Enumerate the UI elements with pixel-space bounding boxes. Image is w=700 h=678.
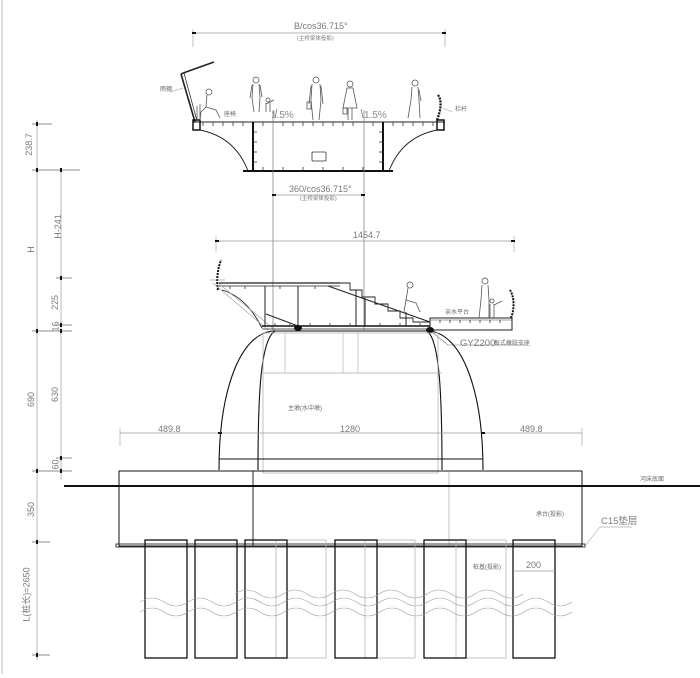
dim-16: 16 bbox=[50, 321, 61, 332]
dim-H: H bbox=[25, 246, 36, 253]
bearing-label: GYZ200 bbox=[460, 338, 496, 349]
slope-right: 1.5% bbox=[364, 110, 387, 121]
pile-group bbox=[139, 539, 573, 659]
dim-690: 690 bbox=[26, 391, 37, 408]
dim-pile-length: L(桩长)=2650 bbox=[21, 567, 32, 622]
dim-60: 60 bbox=[50, 459, 61, 470]
dim-238-7: 238.7 bbox=[23, 133, 34, 156]
slope-left: 1.5% bbox=[271, 110, 294, 121]
cushion-label: C15垫层 bbox=[601, 516, 638, 527]
pier-body bbox=[119, 330, 583, 474]
bearing-note: 板式橡胶支座 bbox=[494, 341, 531, 347]
top-deck-section bbox=[169, 29, 453, 330]
pile-cap bbox=[64, 470, 700, 548]
dim-225: 225 bbox=[50, 294, 61, 311]
railing-label: 栏杆 bbox=[455, 107, 468, 113]
pile-label: 桩基(投影) bbox=[473, 565, 501, 571]
box-width-note: (主桥梁体投影) bbox=[300, 196, 337, 202]
dim-H-241: H-241 bbox=[52, 214, 63, 239]
riverbed-label: 河床底面 bbox=[640, 477, 665, 483]
pile-width-dimension: 200 bbox=[526, 560, 542, 570]
deck-width-note: (主桥梁体投影) bbox=[297, 36, 334, 42]
stepped-deck-section bbox=[210, 236, 528, 346]
deck-width-dimension: B/cos36.715° bbox=[294, 21, 348, 31]
platform-label: 亲水平台 bbox=[445, 310, 470, 316]
pile-cap-label: 承台(投影) bbox=[536, 512, 564, 518]
bench-label: 座椅 bbox=[224, 112, 237, 118]
pier-center-dimension: 1280 bbox=[340, 424, 361, 434]
canopy-label: 雨棚 bbox=[160, 87, 173, 93]
pier-label: 主墩(水中墩) bbox=[288, 406, 322, 412]
pier-right-dimension: 489.8 bbox=[520, 424, 543, 434]
dim-350: 350 bbox=[26, 501, 37, 518]
pier-left-dimension: 489.8 bbox=[158, 424, 181, 434]
box-width-dimension: 360/cos36.715° bbox=[289, 184, 352, 194]
dim-630: 630 bbox=[50, 386, 61, 403]
vertical-dimension-chains bbox=[32, 120, 80, 660]
stepped-deck-width-dimension: 1454.7 bbox=[353, 230, 381, 240]
pedestrian-figures bbox=[196, 76, 422, 122]
